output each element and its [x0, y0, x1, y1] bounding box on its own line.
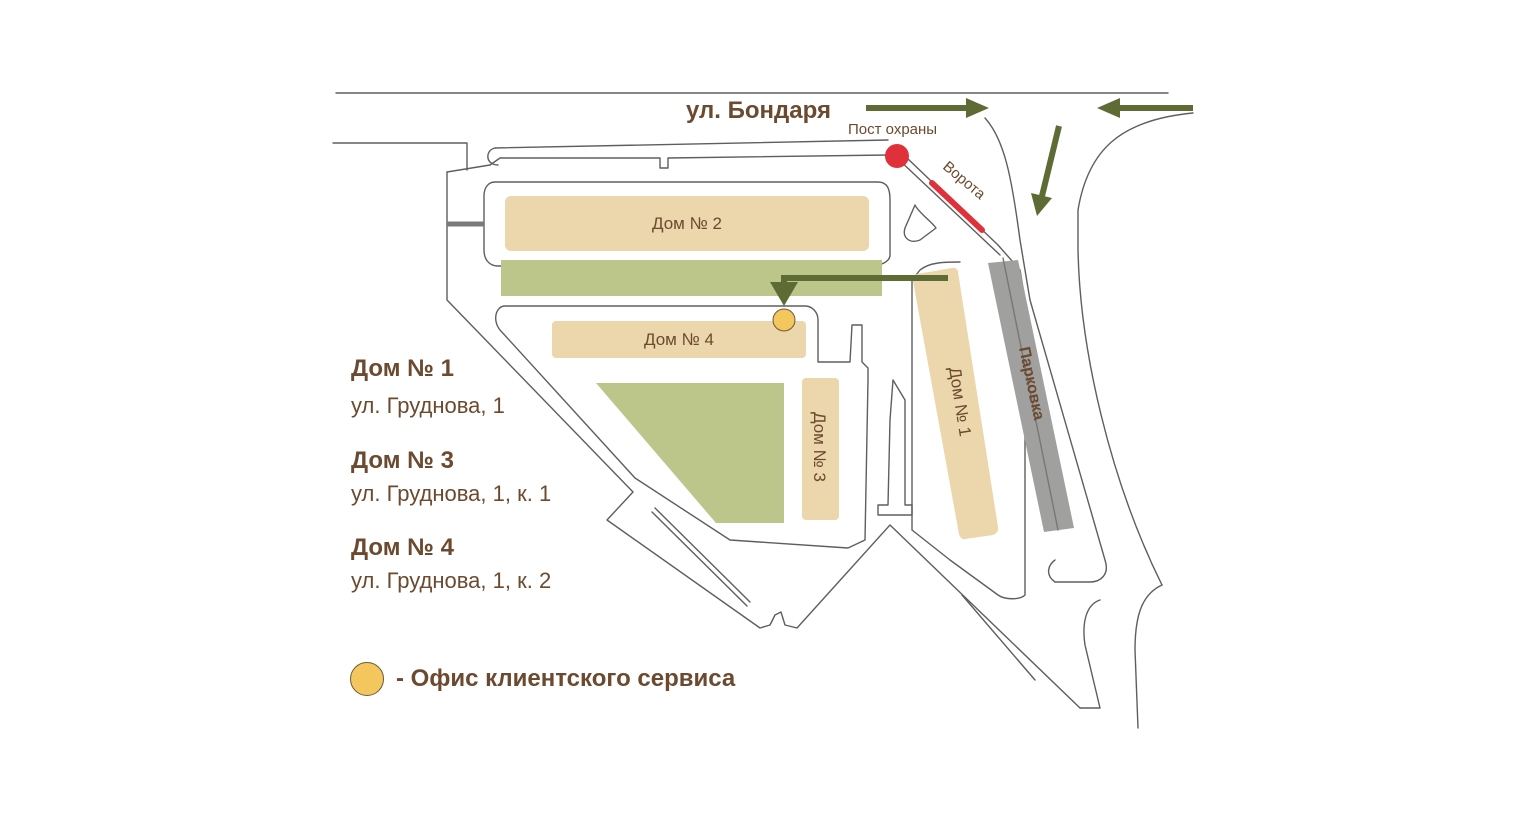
house2-label: Дом № 2 [652, 214, 722, 233]
arrow-west-icon [1097, 98, 1193, 118]
legend-item-house3: Дом № 3 ул. Груднова, 1, к. 1 [351, 447, 551, 507]
road-outlines [332, 92, 1194, 729]
office-legend-icon [350, 662, 384, 696]
security-post-label: Пост охраны [848, 121, 937, 138]
building-house3 [802, 378, 839, 520]
gate-line [929, 180, 985, 233]
legend-house4-address: ул. Груднова, 1, к. 2 [351, 568, 552, 593]
legend-item-house1: Дом № 1 ул. Груднова, 1 [351, 355, 505, 419]
building-house1 [912, 267, 999, 540]
office-legend: - Офис клиентского сервиса [350, 662, 735, 696]
office-marker-icon [772, 308, 796, 332]
legend-house3-address: ул. Груднова, 1, к. 1 [351, 481, 552, 506]
building-house2 [505, 196, 869, 251]
legend-house4-name: Дом № 4 [351, 534, 454, 561]
legend-house3-name: Дом № 3 [351, 447, 454, 474]
street-label: ул. Бондаря [686, 97, 831, 124]
legend-house1-address: ул. Груднова, 1 [351, 393, 505, 418]
office-legend-label: - Офис клиентского сервиса [396, 665, 736, 692]
legend-item-house4: Дом № 4 ул. Груднова, 1, к. 2 [351, 534, 551, 594]
building-house4 [552, 321, 806, 358]
arrow-east-icon [866, 98, 989, 118]
green-area-south [596, 383, 784, 523]
arrow-to-office-icon [770, 275, 948, 306]
arrow-southwest-icon [1031, 125, 1062, 216]
legend-house1-name: Дом № 1 [351, 355, 454, 382]
security-post-icon [885, 144, 909, 168]
house4-label: Дом № 4 [644, 330, 714, 349]
house3-label: Дом № 3 [810, 412, 829, 482]
complex-outline [446, 139, 1081, 709]
